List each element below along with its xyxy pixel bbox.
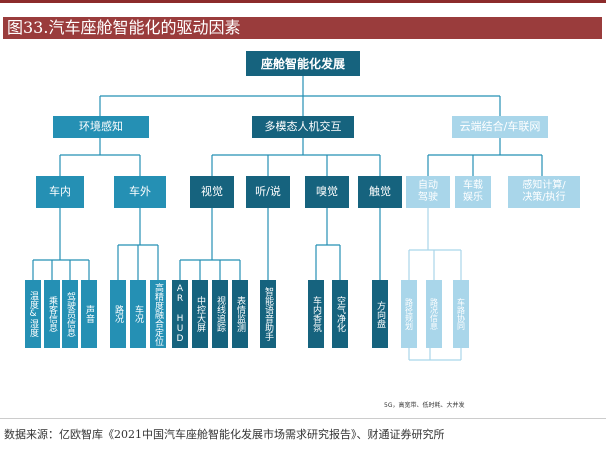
in-car-node: 车内 <box>36 176 84 208</box>
leaf-air-purification: 空气净化 <box>332 280 348 348</box>
leaf-expression-monitoring: 表情监测 <box>232 280 248 348</box>
leaf-hd-positioning: 高精度融合定位 <box>150 280 166 348</box>
cloud-iov-node: 云端结合/车联网 <box>452 116 548 138</box>
multimodal-hmi-node: 多模态人机交互 <box>252 116 354 138</box>
leaf-cabin-fragrance: 车内香氛 <box>308 280 324 348</box>
hearing-speech-node: 听/说 <box>246 176 290 208</box>
figure-title: 图33.汽车座舱智能化的驱动因素 <box>3 17 602 39</box>
connector-lines <box>32 76 543 361</box>
vision-node: 视觉 <box>190 176 234 208</box>
autonomous-driving-node: 自动 驾驶 <box>406 176 450 208</box>
leaf-ar-hud: AR HUD <box>172 280 188 348</box>
top-rule <box>0 0 606 3</box>
leaf-central-screen: 中控大屏 <box>192 280 208 348</box>
5g-note: 5G，高宽带、低时耗、大并发 <box>384 402 465 409</box>
leaf-v2x: 车路协同 <box>453 280 469 348</box>
leaf-gaze-tracking: 视线追踪 <box>212 280 228 348</box>
leaf-driver-info: 驾驶员信息 <box>62 280 78 348</box>
out-car-node: 车外 <box>114 176 166 208</box>
leaf-route-planning: 路径规划 <box>401 280 417 348</box>
smell-node: 嗅觉 <box>305 176 349 208</box>
leaf-traffic-info: 路况信息 <box>426 280 442 348</box>
leaf-steering-wheel: 方向盘 <box>372 280 388 348</box>
leaf-voice-assistant: 智能语音助手 <box>260 280 276 348</box>
leaf-passenger-info: 乘客信息 <box>44 280 60 348</box>
leaf-road-condition: 路况 <box>110 280 126 348</box>
leaf-sound: 声音 <box>81 280 97 348</box>
perception-computing-node: 感知计算/ 决策/执行 <box>508 176 580 208</box>
leaf-vehicle-condition: 车况 <box>130 280 146 348</box>
infotainment-node: 车载 娱乐 <box>455 176 491 208</box>
touch-node: 触觉 <box>358 176 402 208</box>
leaf-temperature-humidity: 温度&湿度 <box>25 280 41 348</box>
source-caption: 数据来源：亿欧智库《2021中国汽车座舱智能化发展市场需求研究报告》、财通证券研… <box>4 428 445 441</box>
root-node: 座舱智能化发展 <box>246 51 360 76</box>
bottom-rule <box>0 418 606 419</box>
env-perception-node: 环境感知 <box>53 116 149 138</box>
